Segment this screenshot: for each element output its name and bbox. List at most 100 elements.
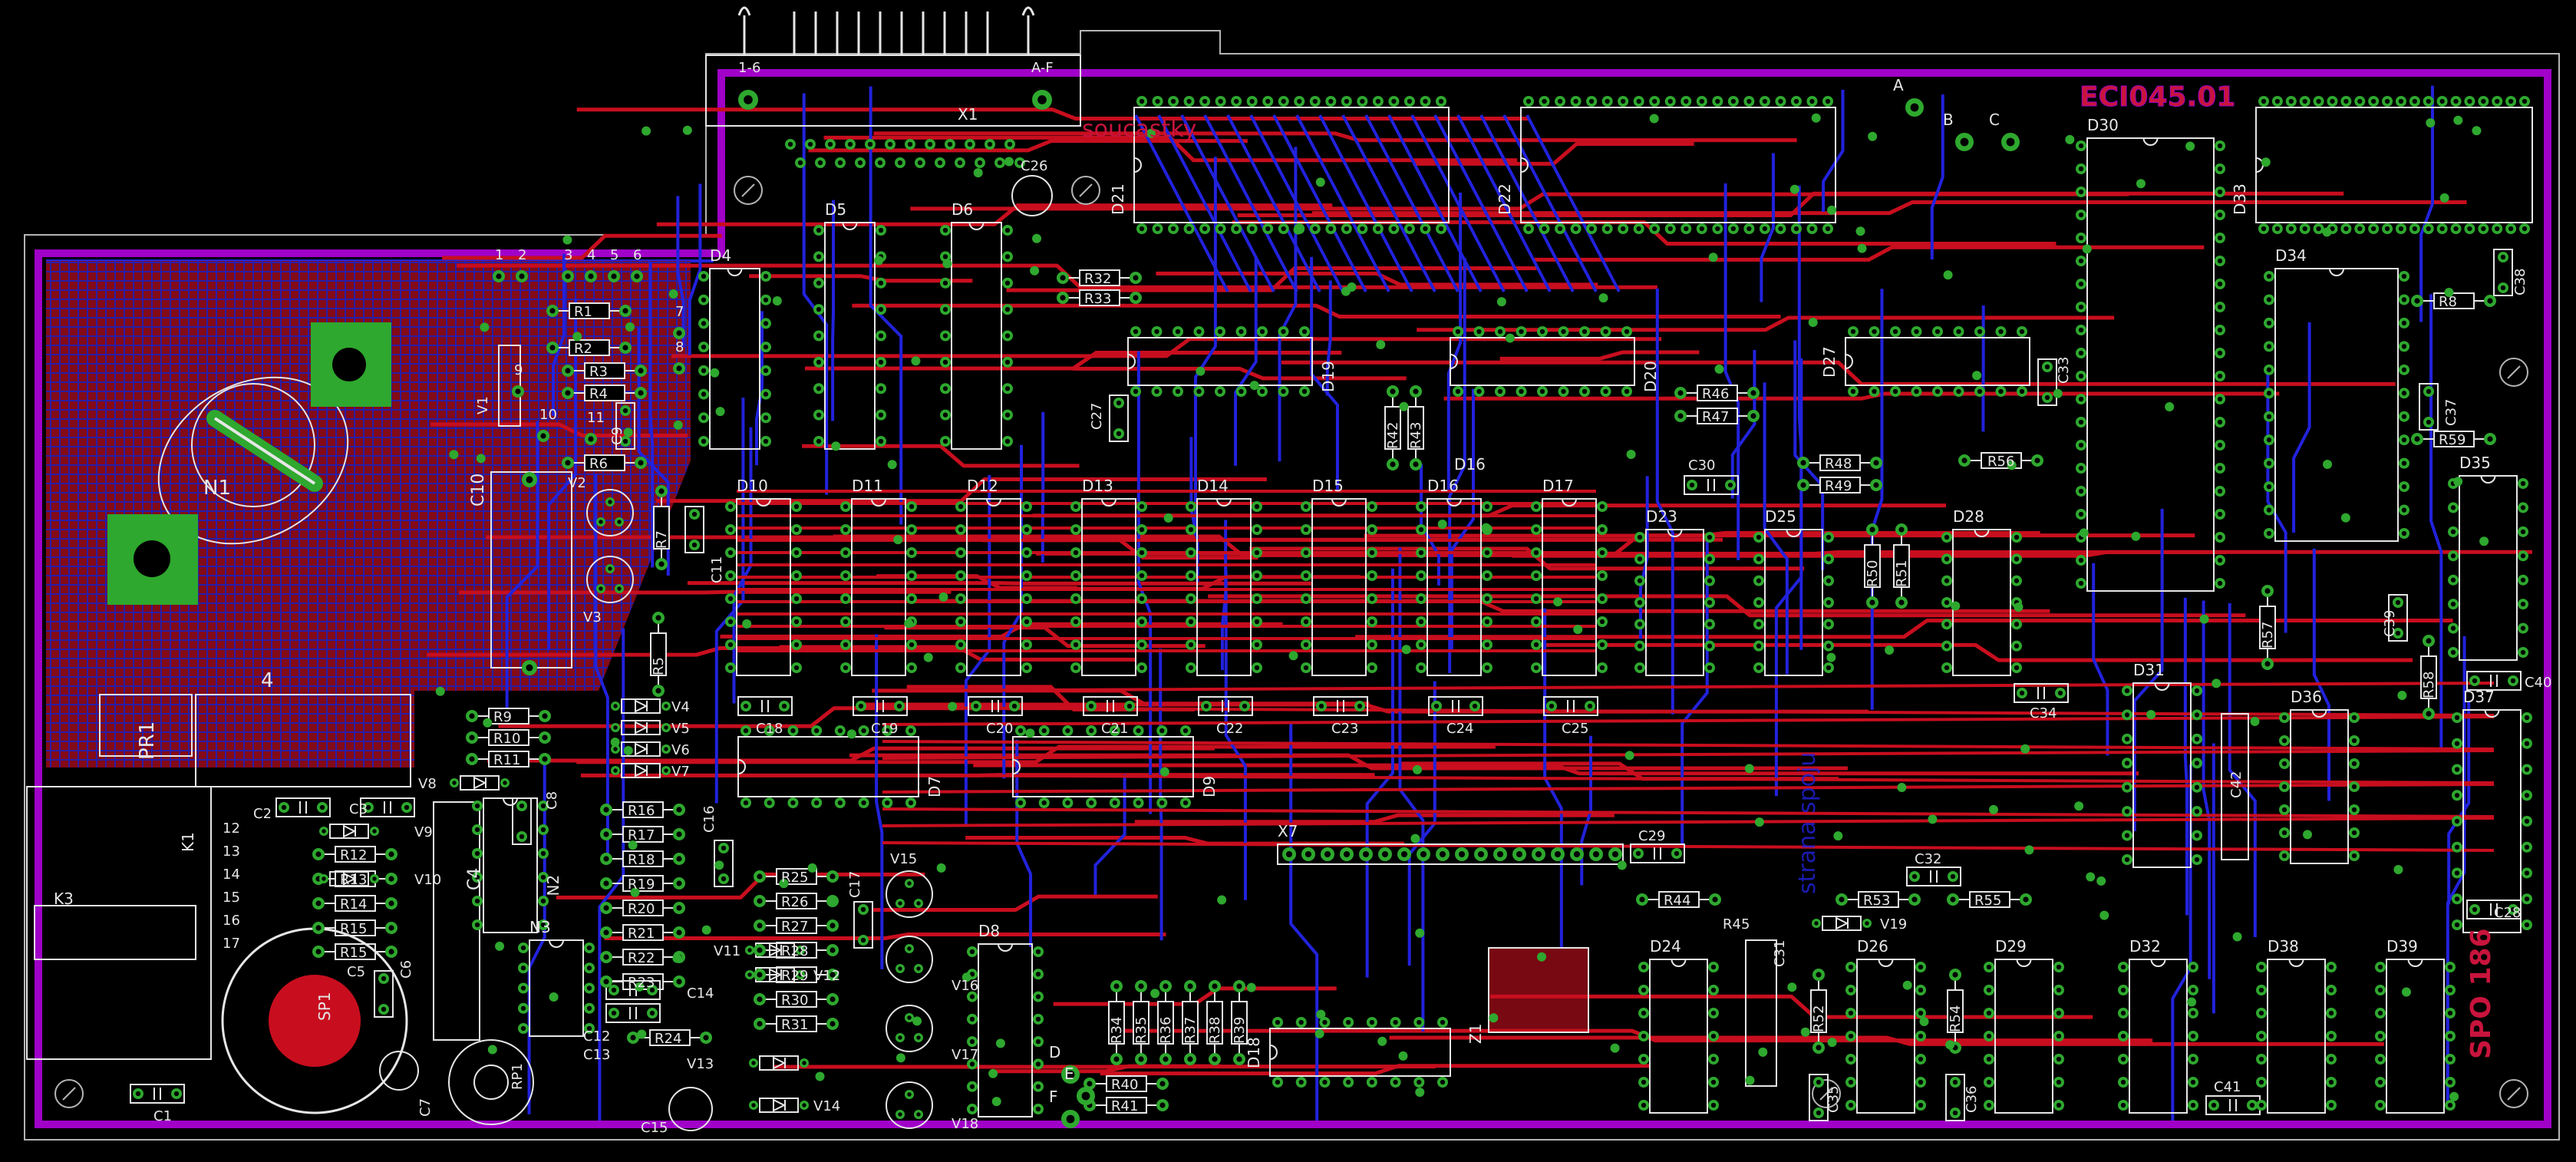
pad-hole bbox=[315, 925, 322, 931]
pad-hole bbox=[727, 596, 734, 602]
pad-hole bbox=[2034, 457, 2040, 464]
pad-hole bbox=[2078, 350, 2084, 356]
pad-hole bbox=[1961, 457, 1967, 464]
pad-hole bbox=[2520, 601, 2526, 607]
pad-hole bbox=[1869, 599, 1875, 606]
pad-hole bbox=[1911, 873, 1918, 880]
via bbox=[1196, 366, 1206, 376]
pad-hole bbox=[1136, 800, 1141, 806]
pad-hole bbox=[1390, 461, 1396, 467]
via bbox=[1885, 645, 1895, 655]
via bbox=[2397, 690, 2407, 700]
pad-hole bbox=[1126, 703, 1133, 709]
ic-body bbox=[1542, 498, 1597, 676]
pad-hole bbox=[843, 665, 849, 671]
pad-hole bbox=[2078, 143, 2084, 149]
pad-hole bbox=[372, 876, 377, 881]
top-trace bbox=[991, 1064, 1221, 1074]
pad-hole bbox=[2078, 373, 2084, 379]
diode-label: V9 bbox=[414, 824, 433, 840]
via bbox=[1811, 113, 1821, 123]
resistor-label: R25 bbox=[781, 870, 808, 886]
top-trace bbox=[604, 933, 1166, 941]
pad-hole bbox=[676, 807, 682, 813]
crystal-z1: Z1 bbox=[1466, 947, 1589, 1044]
via bbox=[1826, 652, 1836, 662]
pad-hole bbox=[816, 386, 822, 391]
pad-hole bbox=[1637, 643, 1643, 649]
ic-body bbox=[1856, 959, 1915, 1114]
bottom-trace bbox=[1289, 721, 1319, 1121]
pad-hole bbox=[2019, 388, 2025, 394]
pad-hole bbox=[1188, 596, 1194, 602]
pad-hole bbox=[1793, 226, 1799, 232]
pad-hole bbox=[2414, 436, 2420, 442]
via bbox=[2393, 864, 2403, 874]
pad-hole bbox=[747, 972, 752, 977]
pad-hole bbox=[1065, 800, 1070, 806]
capacitor-body bbox=[512, 797, 532, 845]
pad-hole bbox=[867, 141, 873, 147]
pad-hole bbox=[909, 527, 915, 533]
capacitor-body bbox=[2388, 594, 2408, 642]
capacitor-label: C41 bbox=[2214, 1079, 2241, 1095]
pad-hole bbox=[664, 747, 668, 751]
pad-hole bbox=[1865, 921, 1869, 926]
capacitor-body bbox=[1906, 867, 1961, 886]
pad-hole bbox=[1637, 622, 1643, 627]
pad-hole bbox=[1746, 98, 1752, 104]
pad-hole bbox=[2520, 577, 2526, 583]
pad-hole bbox=[1756, 534, 1762, 540]
pad-hole bbox=[1418, 503, 1424, 510]
resistor-label: R47 bbox=[1702, 409, 1729, 425]
resistor-label: R5 bbox=[651, 657, 667, 675]
pad-hole bbox=[1343, 850, 1351, 858]
pad-hole bbox=[1592, 850, 1600, 858]
capacitor-body bbox=[1945, 1074, 1965, 1121]
pad-hole bbox=[2217, 511, 2223, 517]
pad-hole bbox=[1413, 388, 1419, 394]
resistor-body bbox=[488, 708, 529, 725]
ground-frame bbox=[35, 69, 2551, 1128]
pad-hole bbox=[1088, 800, 1094, 806]
pad-hole bbox=[1433, 703, 1440, 709]
pad-hole bbox=[2078, 465, 2084, 471]
pad-hole bbox=[2426, 638, 2432, 644]
via bbox=[1249, 381, 1259, 391]
via bbox=[973, 168, 983, 178]
resistor-body bbox=[776, 1015, 817, 1032]
via bbox=[1919, 1016, 1929, 1026]
pad-hole bbox=[909, 573, 915, 579]
ic-body bbox=[1081, 498, 1136, 676]
pad-hole bbox=[878, 306, 884, 312]
capacitor-body bbox=[737, 696, 793, 716]
pad-hole bbox=[2447, 964, 2453, 970]
pad-hole bbox=[1484, 573, 1490, 579]
pad-hole bbox=[1163, 983, 1169, 989]
pad-hole bbox=[1800, 482, 1806, 488]
pad-hole bbox=[135, 1091, 141, 1097]
pad-hole bbox=[2351, 738, 2357, 744]
pad-hole bbox=[816, 280, 822, 286]
pad-hole bbox=[1539, 388, 1545, 394]
via bbox=[549, 992, 559, 1002]
pad-hole bbox=[2439, 226, 2445, 232]
pad-hole bbox=[1139, 665, 1145, 671]
pad-hole bbox=[898, 1035, 902, 1040]
top-trace bbox=[1281, 360, 2396, 386]
pad-hole bbox=[2426, 711, 2432, 717]
pad-hole bbox=[1170, 226, 1176, 232]
pad-hole bbox=[827, 141, 833, 147]
via bbox=[991, 1097, 1001, 1107]
via bbox=[1415, 1088, 1425, 1098]
pad-hole bbox=[958, 550, 964, 556]
diode-body bbox=[621, 763, 661, 778]
resistor-body bbox=[1407, 406, 1424, 450]
pad-hole bbox=[813, 800, 820, 806]
pad-hole bbox=[1218, 98, 1223, 104]
pad-hole bbox=[969, 1106, 975, 1112]
pad-hole bbox=[1234, 98, 1239, 104]
pad-hole bbox=[1535, 850, 1542, 858]
pad-hole bbox=[588, 436, 594, 442]
pad-hole bbox=[2044, 364, 2050, 370]
